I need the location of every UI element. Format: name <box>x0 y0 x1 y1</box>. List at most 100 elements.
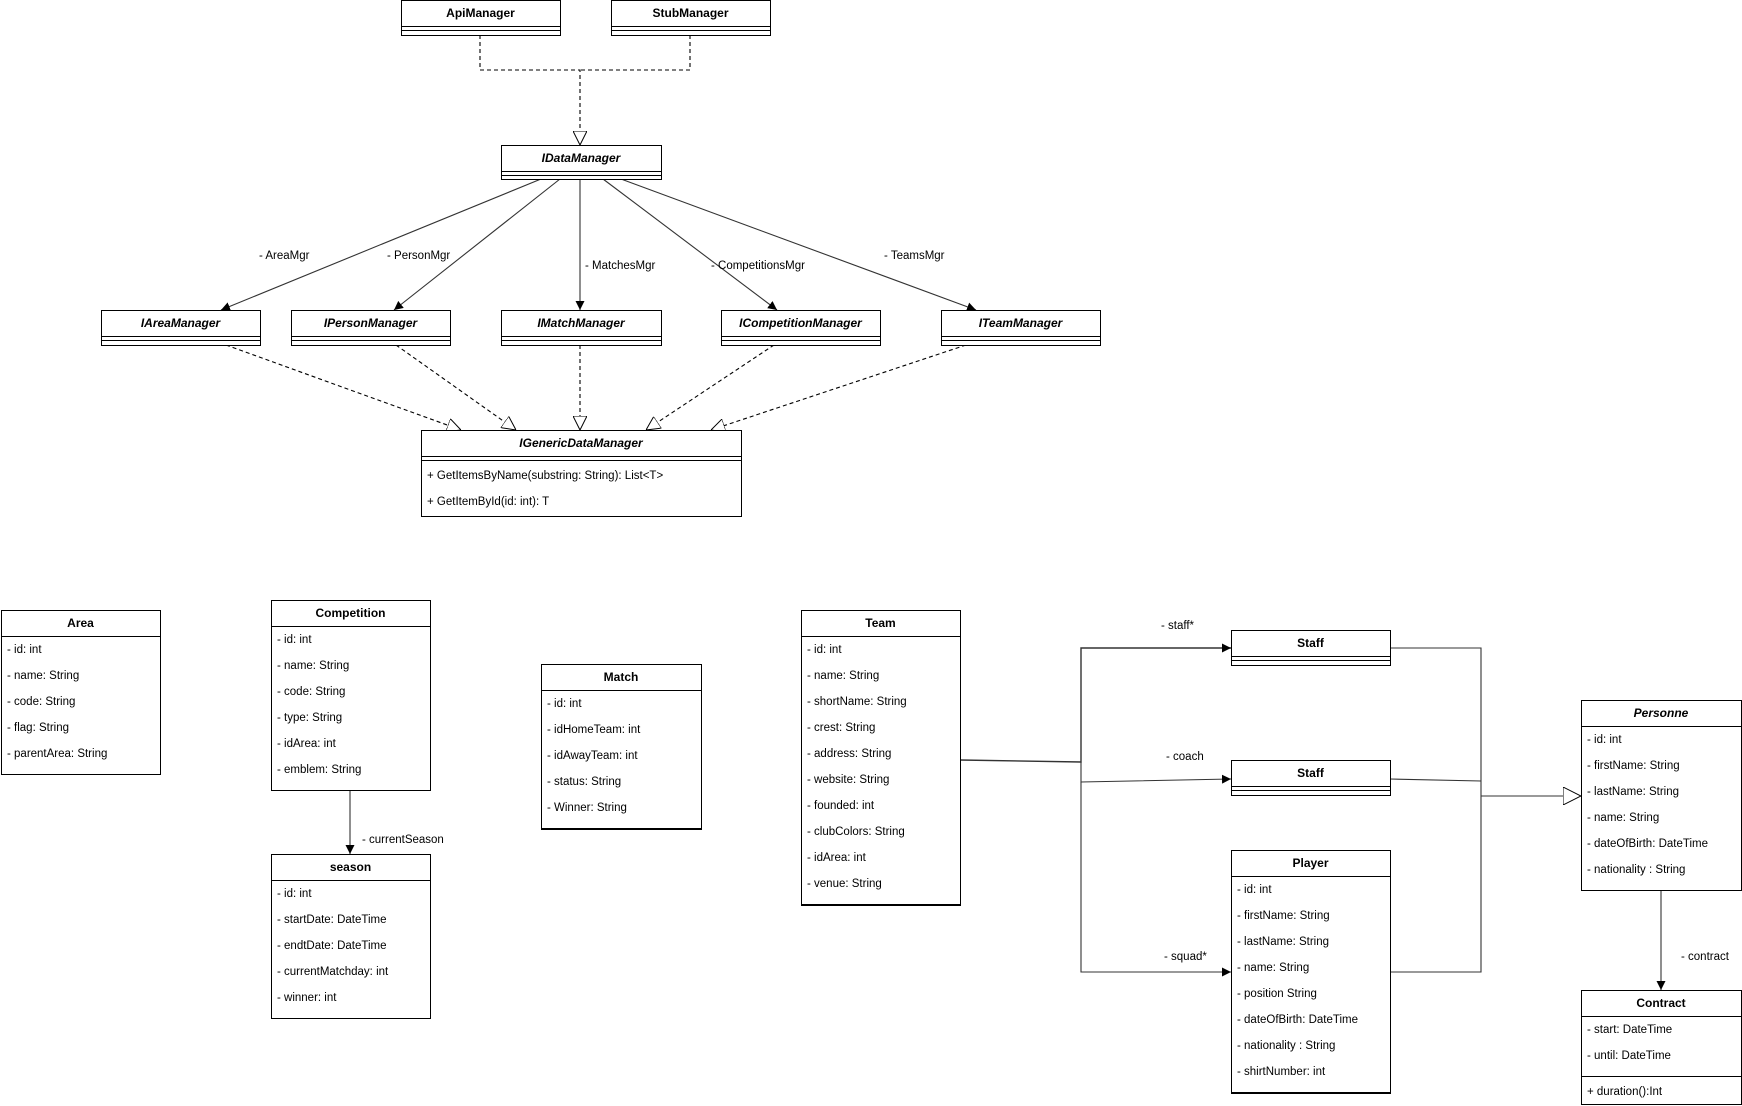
class-box <box>1 610 161 775</box>
relations: - AreaMgr - PersonMgr - MatchesMgr - Compet… <box>220 35 1730 990</box>
class-competition[interactable]: Competition- id: int- name: String- code… <box>271 600 431 791</box>
class-apimanager[interactable]: ApiManager <box>401 0 561 36</box>
class-season[interactable]: season- id: int- startDate: DateTime- en… <box>271 854 431 1019</box>
class-box <box>401 0 561 36</box>
class-attribute: - clubColors: String <box>807 826 905 838</box>
class-attribute: - dateOfBirth: DateTime <box>1587 838 1708 850</box>
relation-label: - AreaMgr <box>259 250 310 262</box>
class-box <box>501 145 662 180</box>
class-area[interactable]: Area- id: int- name: String- code: Strin… <box>1 610 161 775</box>
class-box <box>1581 990 1742 1105</box>
relation-label: - squad* <box>1164 951 1207 963</box>
class-stubmanager[interactable]: StubManager <box>611 0 771 36</box>
class-name: IAreaManager <box>141 316 222 330</box>
class-imatchmanager[interactable]: IMatchManager <box>501 310 662 346</box>
relation-label: - currentSeason <box>362 834 444 846</box>
class-igenericdatamanager[interactable]: IGenericDataManager + GetItemsByName(subs… <box>421 430 742 517</box>
class-name: Player <box>1292 856 1328 870</box>
class-attribute: - shirtNumber: int <box>1237 1066 1326 1078</box>
relation-area-mgr[interactable]: - AreaMgr <box>220 178 542 311</box>
class-attribute: - idHomeTeam: int <box>547 724 641 736</box>
class-icompetitionmanager[interactable]: ICompetitionManager <box>721 310 881 346</box>
realization-line <box>479 35 580 145</box>
class-name: ApiManager <box>446 6 515 20</box>
class-attribute: - id: int <box>547 698 582 710</box>
relation-persons-generalization[interactable] <box>1389 647 1581 973</box>
class-idatamanager[interactable]: IDataManager <box>501 145 662 180</box>
class-attribute: - winner: int <box>277 992 337 1004</box>
class-box <box>421 430 742 517</box>
class-attribute: - Winner: String <box>547 802 627 814</box>
relation-matches-mgr[interactable]: - MatchesMgr <box>575 179 655 310</box>
relation-team-staff[interactable]: - staff* <box>959 620 1231 763</box>
class-attribute: - idArea: int <box>807 852 867 864</box>
class-staff1[interactable]: Staff <box>1231 630 1391 666</box>
relation-label: - coach <box>1166 751 1204 763</box>
relation-area-generic[interactable] <box>225 344 461 430</box>
class-iteammanager[interactable]: ITeamManager <box>941 310 1101 346</box>
relation-label: - TeamsMgr <box>884 250 945 262</box>
relation-stub-impl[interactable] <box>580 35 691 71</box>
class-attribute: - nationality : String <box>1587 864 1685 876</box>
class-attribute: - id: int <box>807 644 842 656</box>
class-attribute: - name: String <box>277 660 349 672</box>
class-attribute: - lastName: String <box>1237 936 1329 948</box>
class-box <box>801 610 961 906</box>
class-staff2[interactable]: Staff <box>1231 760 1391 796</box>
class-attribute: - name: String <box>1587 812 1659 824</box>
class-ipersonmanager[interactable]: IPersonManager <box>291 310 451 346</box>
class-attribute: - id: int <box>1587 734 1622 746</box>
relation-team-generic[interactable] <box>711 344 967 430</box>
class-attribute: - type: String <box>277 712 342 724</box>
class-team[interactable]: Team- id: int- name: String- shortName: … <box>801 610 961 906</box>
class-match[interactable]: Match- id: int- idHomeTeam: int- idAwayT… <box>541 664 702 830</box>
relation-person-generic[interactable] <box>395 344 516 430</box>
relation-person-mgr[interactable]: - PersonMgr <box>387 178 561 311</box>
relation-team-coach[interactable]: - coach <box>1080 751 1232 784</box>
class-method: + GetItemsByName(substring: String): Lis… <box>427 470 663 482</box>
class-box <box>271 600 431 791</box>
class-name: season <box>330 860 371 874</box>
class-attribute: - firstName: String <box>1587 760 1680 772</box>
class-box <box>941 310 1101 346</box>
class-attribute: - id: int <box>7 644 42 656</box>
association-line <box>393 178 561 311</box>
class-name: Match <box>604 670 639 684</box>
class-name: IPersonManager <box>324 316 419 330</box>
class-contract[interactable]: Contract- start: DateTime- until: DateTi… <box>1581 990 1742 1105</box>
class-iareamanager[interactable]: IAreaManager <box>101 310 261 346</box>
realization-line <box>580 35 691 71</box>
class-box <box>611 0 771 36</box>
class-box <box>1231 760 1391 796</box>
class-name: IMatchManager <box>537 316 626 330</box>
class-name: StubManager <box>652 6 728 20</box>
class-name: ITeamManager <box>979 316 1064 330</box>
class-method: + duration():Int <box>1587 1086 1663 1098</box>
relation-label: - PersonMgr <box>387 250 450 262</box>
relation-current-season[interactable]: - currentSeason <box>345 790 444 854</box>
relation-personne-contract[interactable]: - contract <box>1656 890 1730 990</box>
class-name: IGenericDataManager <box>519 436 644 450</box>
class-attribute: - idArea: int <box>277 738 337 750</box>
relation-label: - staff* <box>1161 620 1195 632</box>
realization-line <box>646 344 775 430</box>
class-name: Contract <box>1636 996 1685 1010</box>
relation-competitions-mgr[interactable]: - CompetitionsMgr <box>602 178 805 311</box>
relation-api-impl[interactable] <box>479 35 580 145</box>
relation-teams-mgr[interactable]: - TeamsMgr <box>620 178 977 312</box>
realization-line <box>225 344 461 430</box>
class-name: IDataManager <box>542 151 622 165</box>
class-box <box>291 310 451 346</box>
relation-label: - CompetitionsMgr <box>711 260 805 272</box>
class-player[interactable]: Player- id: int- firstName: String- last… <box>1231 850 1391 1094</box>
class-attribute: - id: int <box>277 634 312 646</box>
relation-competition-generic[interactable] <box>646 344 775 430</box>
association-line <box>220 178 542 311</box>
class-box <box>1231 850 1391 1094</box>
relation-label: - MatchesMgr <box>585 260 655 272</box>
relation-team-squad[interactable]: - squad* <box>1080 782 1231 977</box>
realization-line <box>711 344 967 430</box>
class-personne[interactable]: Personne- id: int- firstName: String- la… <box>1581 700 1742 891</box>
class-attribute: - emblem: String <box>277 764 361 776</box>
